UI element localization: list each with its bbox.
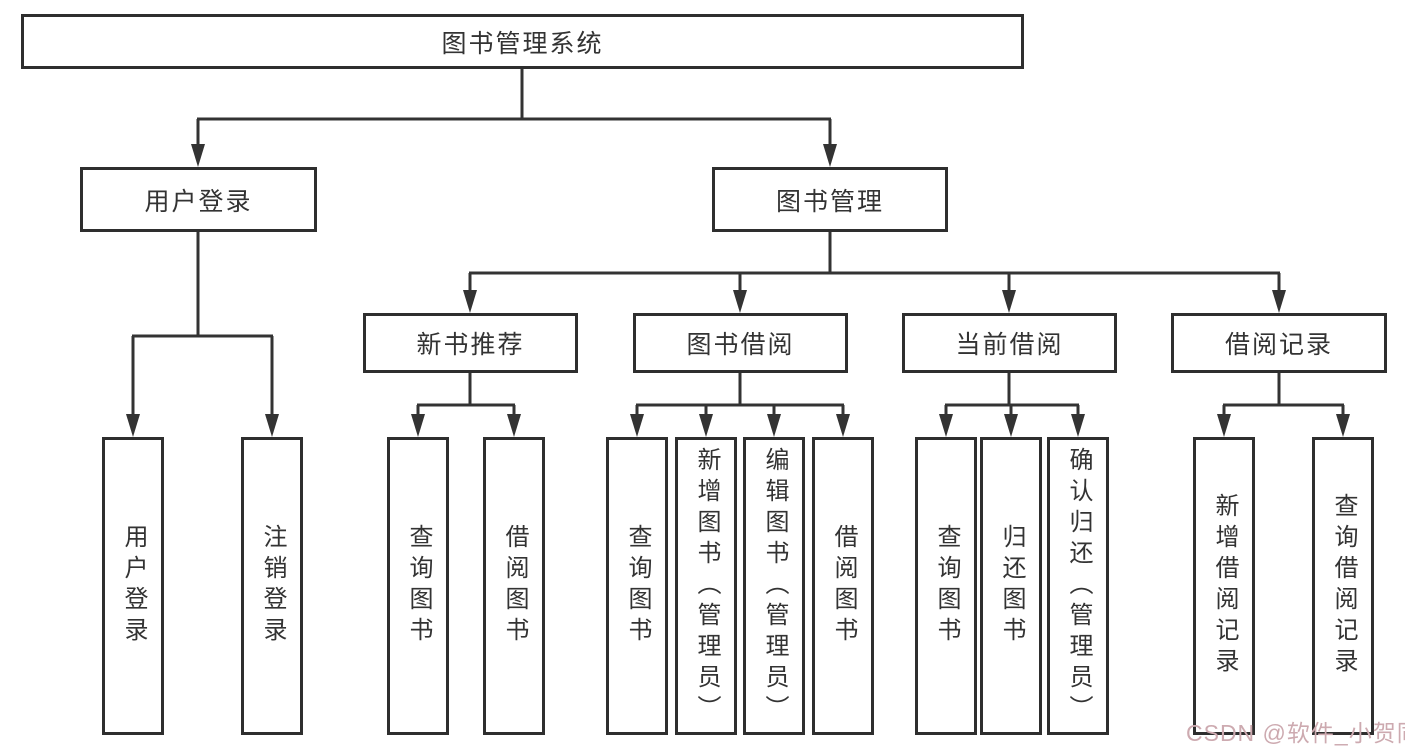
leaf-logout: 注销登录 — [241, 437, 303, 735]
node-new-book-recommend: 新书推荐 — [363, 313, 578, 373]
leaf-logout-label: 注销登录 — [259, 524, 286, 648]
node-borrowing-records: 借阅记录 — [1171, 313, 1387, 373]
leaf-borrow-books-recommend: 借阅图书 — [483, 437, 545, 735]
leaf-query-books-recommend: 查询图书 — [387, 437, 449, 735]
leaf-add-books-admin: 新增图书（管理员） — [675, 437, 737, 735]
node-book-management: 图书管理 — [712, 167, 948, 232]
leaf-confirm-return-admin: 确认归还（管理员） — [1047, 437, 1109, 735]
node-new-book-recommend-label: 新书推荐 — [416, 331, 525, 359]
node-current-borrowing-label: 当前借阅 — [955, 331, 1064, 359]
leaf-query-borrow-record-label: 查询借阅记录 — [1330, 493, 1357, 679]
leaf-add-borrow-record-label: 新增借阅记录 — [1211, 493, 1238, 679]
leaf-edit-books-admin: 编辑图书（管理员） — [743, 437, 805, 735]
csdn-watermark: CSDN @软件_小贺同学 — [1186, 720, 1405, 746]
leaf-user-login-label: 用户登录 — [120, 524, 147, 648]
leaf-query-books-borrowing: 查询图书 — [606, 437, 668, 735]
leaf-borrow-books-recommend-label: 借阅图书 — [501, 524, 528, 648]
leaf-query-books-recommend-label: 查询图书 — [405, 524, 432, 648]
node-root: 图书管理系统 — [21, 14, 1024, 69]
node-current-borrowing: 当前借阅 — [902, 313, 1117, 373]
node-book-management-label: 图书管理 — [775, 187, 884, 216]
node-borrowing-records-label: 借阅记录 — [1224, 331, 1333, 359]
node-user-login-label: 用户登录 — [144, 187, 253, 216]
node-book-borrowing-label: 图书借阅 — [686, 331, 795, 359]
node-root-label: 图书管理系统 — [441, 29, 604, 58]
leaf-query-books-current-label: 查询图书 — [933, 524, 960, 648]
leaf-edit-books-admin-label: 编辑图书（管理员） — [761, 446, 788, 726]
leaf-return-books-label: 归还图书 — [998, 524, 1025, 648]
leaf-return-books: 归还图书 — [980, 437, 1042, 735]
leaf-query-borrow-record: 查询借阅记录 — [1312, 437, 1374, 735]
leaf-borrow-books-borrowing-label: 借阅图书 — [830, 524, 857, 648]
node-user-login: 用户登录 — [80, 167, 317, 232]
leaf-user-login: 用户登录 — [102, 437, 164, 735]
leaf-query-books-current: 查询图书 — [915, 437, 977, 735]
leaf-confirm-return-admin-label: 确认归还（管理员） — [1065, 446, 1092, 726]
node-book-borrowing: 图书借阅 — [633, 313, 848, 373]
leaf-add-books-admin-label: 新增图书（管理员） — [693, 446, 720, 726]
leaf-borrow-books-borrowing: 借阅图书 — [812, 437, 874, 735]
leaf-query-books-borrowing-label: 查询图书 — [624, 524, 651, 648]
leaf-add-borrow-record: 新增借阅记录 — [1193, 437, 1255, 735]
